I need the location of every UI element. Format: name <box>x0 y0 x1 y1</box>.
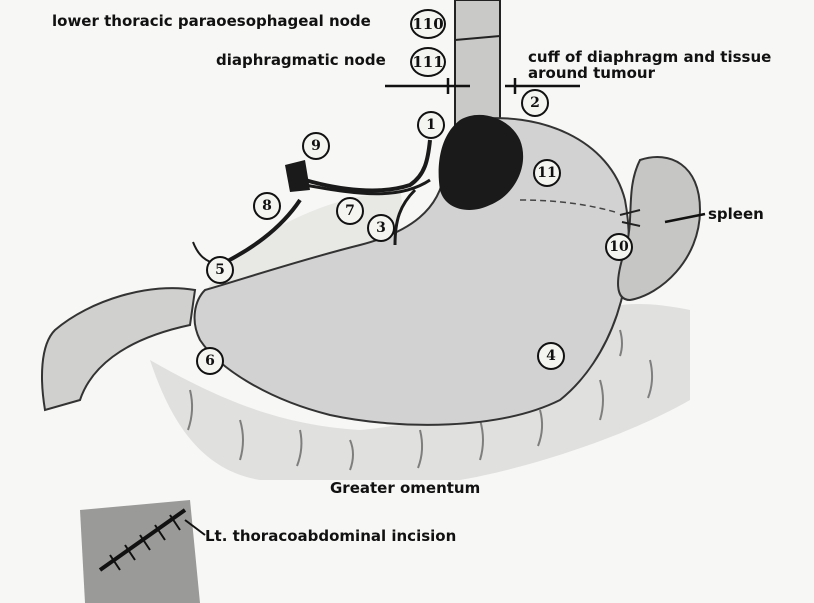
node-4-marker: 4 <box>537 342 565 370</box>
node-111-marker: 111 <box>410 47 446 77</box>
node-110-marker: 110 <box>410 9 446 39</box>
label-greater-omentum: Greater omentum <box>330 479 480 497</box>
coeliac-stump <box>285 160 310 192</box>
label-node-111: diaphragmatic node <box>216 51 386 69</box>
label-cuff-line2: around tumour <box>528 64 655 82</box>
label-node-110: lower thoracic paraoesophageal node <box>52 12 371 30</box>
label-incision: Lt. thoracoabdominal incision <box>205 527 456 545</box>
node-5-marker: 5 <box>206 256 234 284</box>
node-11-marker: 11 <box>533 159 561 187</box>
node-7-marker: 7 <box>336 197 364 225</box>
label-spleen: spleen <box>708 205 764 223</box>
incision-area <box>80 500 205 603</box>
node-8-marker: 8 <box>253 192 281 220</box>
oesophagus <box>455 0 500 125</box>
node-1-marker: 1 <box>417 111 445 139</box>
spleen-organ <box>618 157 700 300</box>
node-3-marker: 3 <box>367 214 395 242</box>
node-10-marker: 10 <box>605 233 633 261</box>
node-6-marker: 6 <box>196 347 224 375</box>
node-2-marker: 2 <box>521 89 549 117</box>
node-9-marker: 9 <box>302 132 330 160</box>
